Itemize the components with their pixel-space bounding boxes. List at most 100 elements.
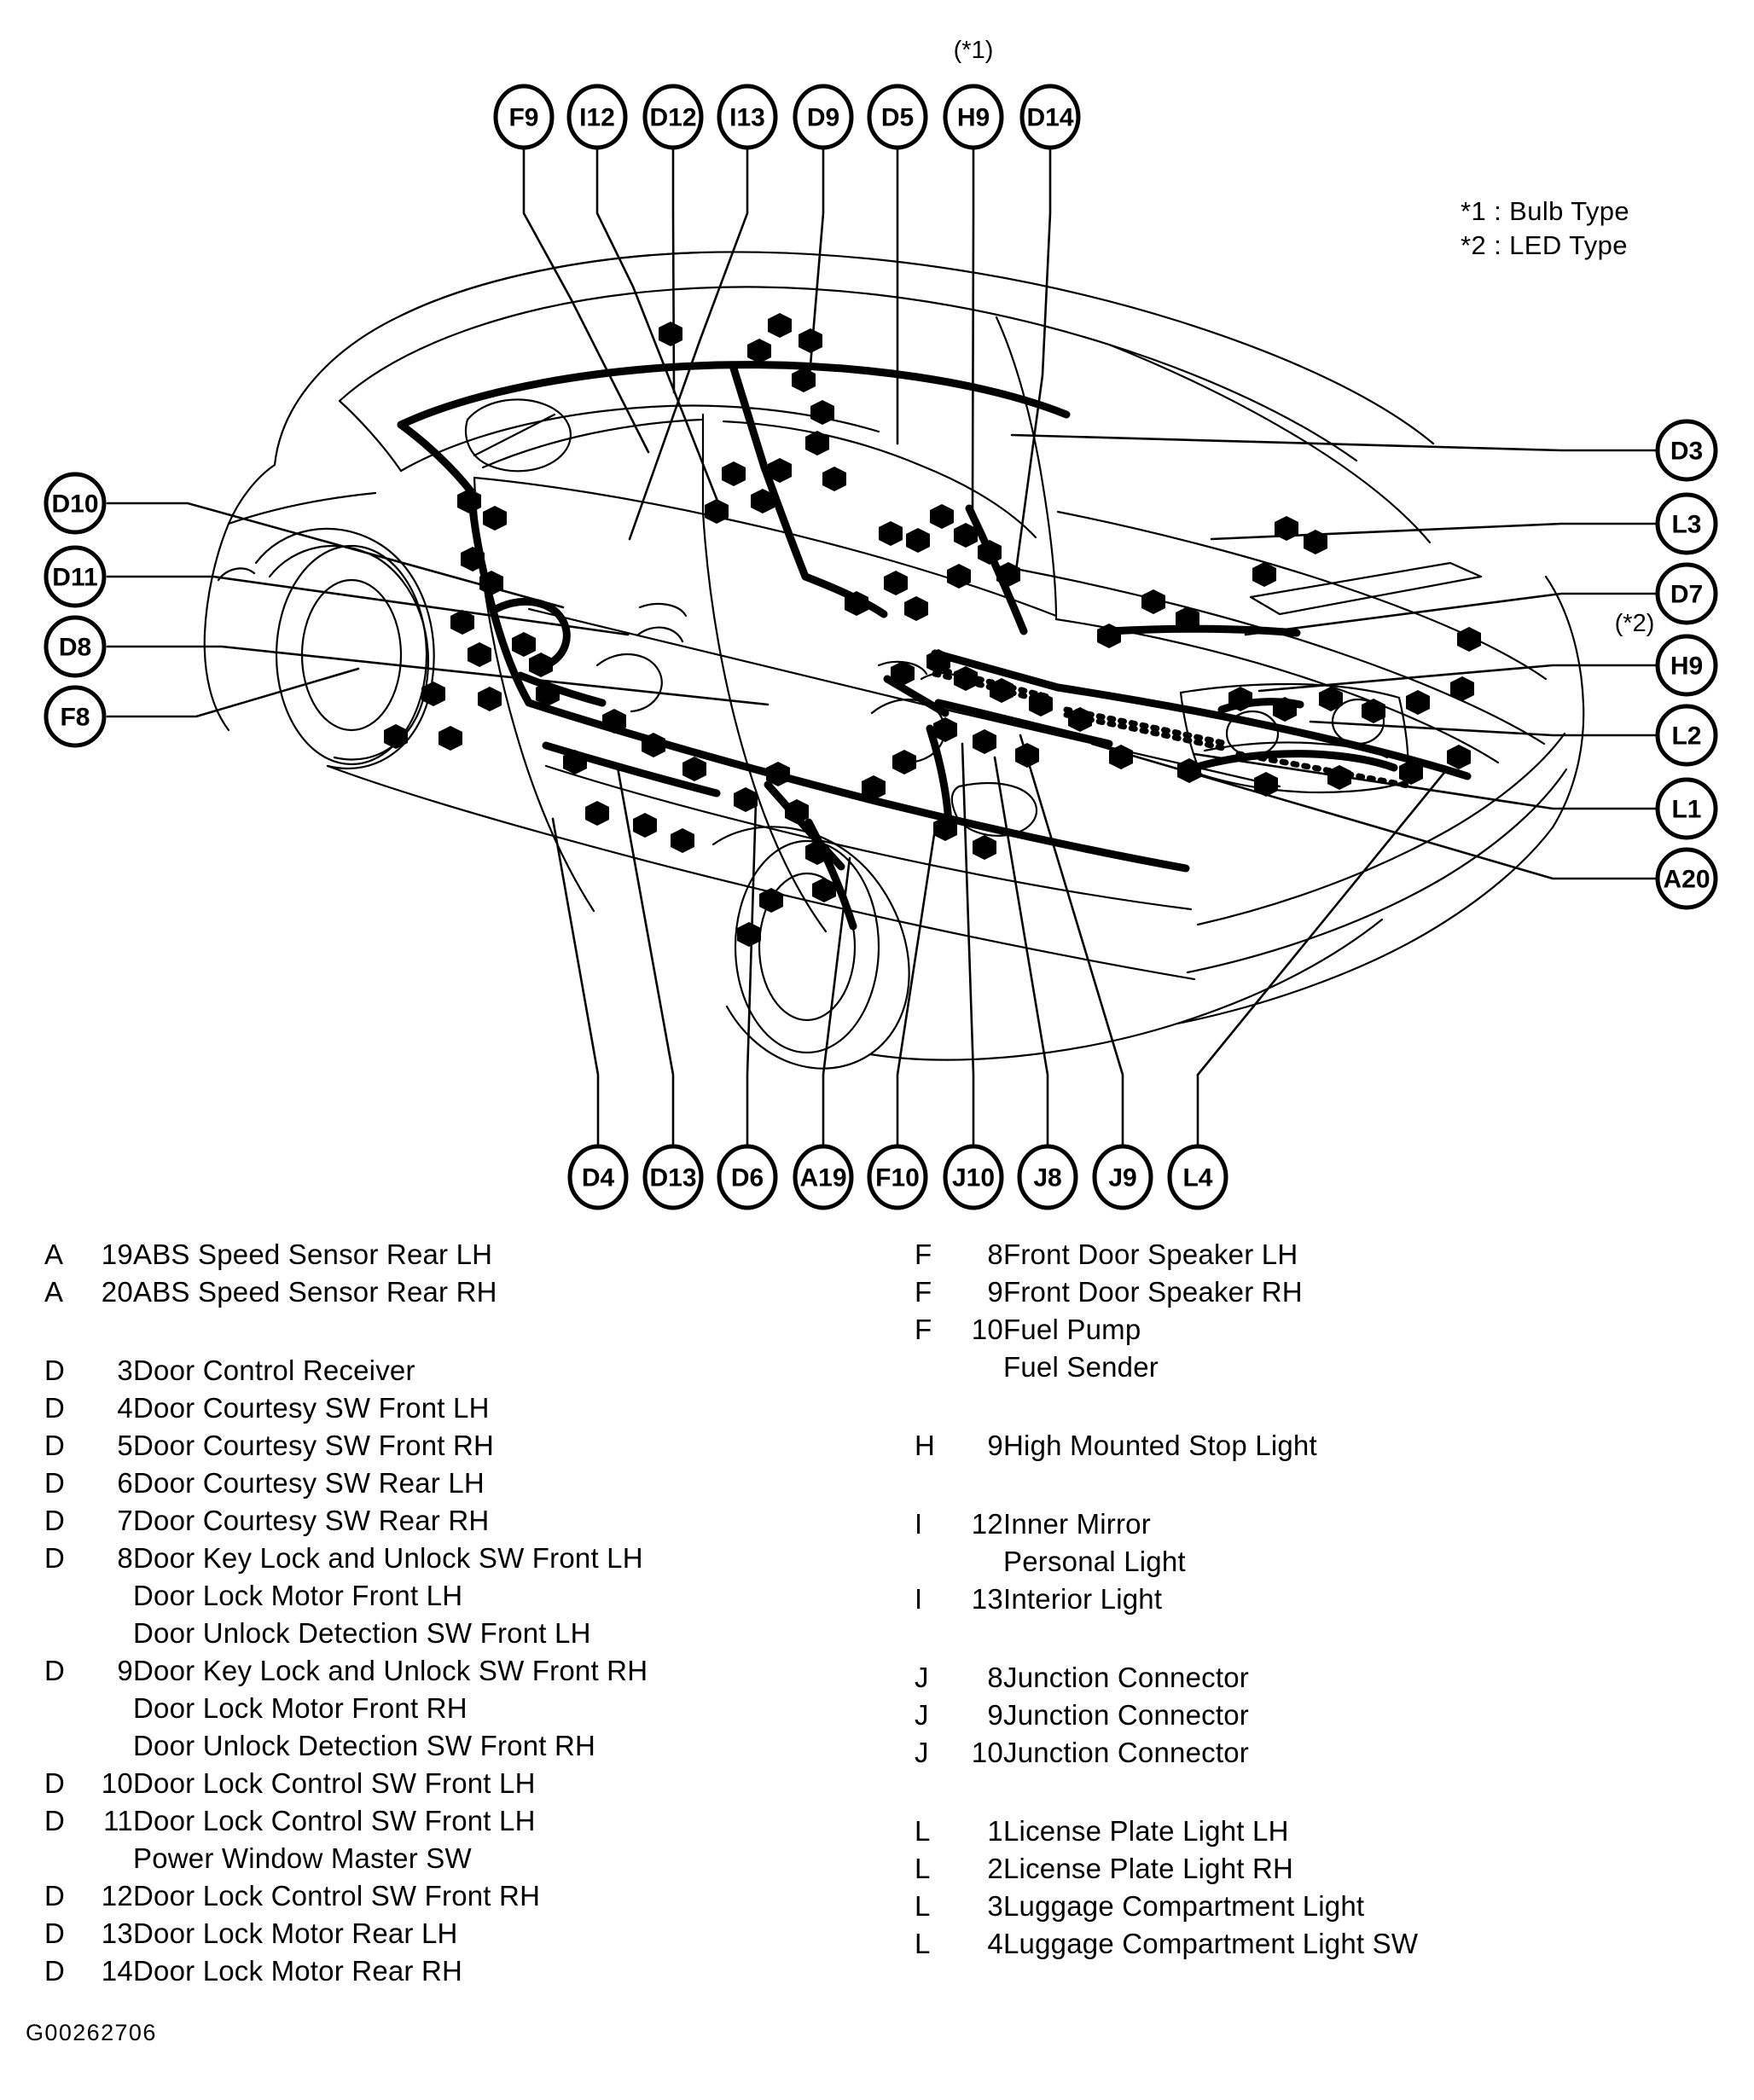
callout-label: D13 bbox=[649, 1164, 696, 1192]
callout-F10[interactable]: F10 bbox=[867, 1144, 928, 1210]
callout-label: D6 bbox=[731, 1164, 764, 1192]
callout-D13[interactable]: D13 bbox=[642, 1144, 704, 1210]
callout-I12[interactable]: I12 bbox=[566, 84, 628, 150]
legend-code-number: 12 bbox=[971, 1508, 1003, 1540]
callout-A19[interactable]: A19 bbox=[793, 1144, 854, 1210]
callout-label: D12 bbox=[649, 104, 696, 132]
legend-code-letter: D bbox=[44, 1355, 66, 1386]
callout-label: D7 bbox=[1670, 581, 1703, 609]
callout-I13[interactable]: I13 bbox=[717, 84, 778, 150]
callout-group-left: D10 D11 D8 F8 bbox=[44, 472, 107, 748]
legend-description: Door Courtesy SW Rear LH bbox=[133, 1467, 485, 1499]
legend-description: Personal Light bbox=[1003, 1546, 1186, 1577]
callout-A20[interactable]: A20 bbox=[1655, 847, 1718, 910]
leader-lines bbox=[106, 145, 1657, 1150]
legend-code-number: 8 bbox=[987, 1662, 1003, 1693]
legend-description: Door Control Receiver bbox=[133, 1355, 415, 1386]
legend-code-number: 3 bbox=[987, 1890, 1003, 1922]
callout-D14[interactable]: D14 bbox=[1019, 84, 1081, 150]
legend-code-number: 10 bbox=[101, 1767, 133, 1799]
callout-L2[interactable]: L2 bbox=[1655, 704, 1718, 767]
legend-description: License Plate Light RH bbox=[1003, 1853, 1294, 1884]
legend-code-letter: L bbox=[915, 1815, 931, 1847]
callout-label: D3 bbox=[1670, 438, 1703, 466]
legend-code-letter: J bbox=[915, 1737, 929, 1768]
callout-label: H9 bbox=[1670, 653, 1703, 681]
legend-code-letter: J bbox=[915, 1662, 929, 1693]
callout-D8[interactable]: D8 bbox=[44, 615, 107, 678]
callout-label: L3 bbox=[1671, 511, 1701, 539]
callout-label: D9 bbox=[807, 104, 839, 132]
asterisk-2-marker: (*2) bbox=[1615, 610, 1655, 637]
callout-H9-bulb[interactable]: (*1) H9 bbox=[943, 37, 1004, 150]
legend-description: Door Courtesy SW Front RH bbox=[133, 1430, 495, 1461]
legend-description: Door Courtesy SW Front LH bbox=[133, 1392, 490, 1424]
callout-label: L1 bbox=[1671, 796, 1701, 824]
callout-F9[interactable]: F9 bbox=[493, 84, 555, 150]
legend-code-number: 12 bbox=[101, 1880, 133, 1911]
legend-code-number: 13 bbox=[971, 1583, 1003, 1615]
legend-code-letter: F bbox=[915, 1314, 932, 1345]
callout-D12[interactable]: D12 bbox=[642, 84, 704, 150]
legend-description: Door Lock Motor Rear RH bbox=[133, 1955, 463, 1987]
legend-spacer bbox=[915, 1774, 1418, 1815]
callout-D9[interactable]: D9 bbox=[793, 84, 854, 150]
callout-label: D8 bbox=[59, 634, 91, 662]
callout-F8[interactable]: F8 bbox=[44, 685, 107, 748]
legend-code-number: 8 bbox=[987, 1239, 1003, 1270]
callout-D4[interactable]: D4 bbox=[567, 1144, 629, 1210]
legend-code-number: 11 bbox=[103, 1805, 133, 1836]
legend-code-letter: A bbox=[44, 1239, 64, 1270]
legend-description: Interior Light bbox=[1003, 1583, 1163, 1615]
callout-label: F10 bbox=[875, 1164, 920, 1192]
legend-code-number: 1 bbox=[987, 1815, 1003, 1847]
legend-code-number: 14 bbox=[101, 1955, 133, 1987]
callout-H9-led[interactable]: (*2) H9 bbox=[1615, 610, 1718, 697]
legend-row: Personal Light bbox=[915, 1546, 1418, 1583]
callout-label: I13 bbox=[729, 104, 765, 132]
callout-D5[interactable]: D5 bbox=[867, 84, 928, 150]
legend-code-number: 6 bbox=[117, 1467, 133, 1499]
callout-D10[interactable]: D10 bbox=[44, 472, 107, 535]
note-bulb-type: *1 : Bulb Type bbox=[1461, 196, 1630, 226]
callout-label: L4 bbox=[1182, 1164, 1212, 1192]
asterisk-1-marker: (*1) bbox=[954, 37, 994, 64]
legend-description: Junction Connector bbox=[1003, 1699, 1249, 1731]
legend-row: Fuel Sender bbox=[915, 1351, 1418, 1389]
callout-J9[interactable]: J9 bbox=[1092, 1144, 1153, 1210]
legend-code-letter: D bbox=[44, 1655, 66, 1686]
callout-L4[interactable]: L4 bbox=[1167, 1144, 1228, 1210]
callout-D3[interactable]: D3 bbox=[1655, 419, 1718, 482]
callout-L3[interactable]: L3 bbox=[1655, 492, 1718, 555]
legend-row: Door Lock Motor Front LH bbox=[44, 1580, 648, 1617]
legend-code-number: 9 bbox=[117, 1655, 133, 1686]
callout-J8[interactable]: J8 bbox=[1017, 1144, 1078, 1210]
legend-code-letter: F bbox=[915, 1276, 932, 1308]
callout-J10[interactable]: J10 bbox=[943, 1144, 1004, 1210]
callout-D11[interactable]: D11 bbox=[44, 545, 107, 608]
callout-L1[interactable]: L1 bbox=[1655, 777, 1718, 840]
callout-D7[interactable]: D7 bbox=[1655, 562, 1718, 625]
legend-code-number: 13 bbox=[101, 1917, 133, 1949]
callout-label: H9 bbox=[957, 104, 990, 132]
legend-code-letter: D bbox=[44, 1767, 66, 1799]
legend-description: Fuel Pump bbox=[1003, 1314, 1141, 1345]
legend-code-number: 10 bbox=[971, 1314, 1003, 1345]
legend-description: ABS Speed Sensor Rear LH bbox=[133, 1239, 493, 1270]
callout-D6[interactable]: D6 bbox=[717, 1144, 778, 1210]
legend-description: Junction Connector bbox=[1003, 1662, 1249, 1693]
